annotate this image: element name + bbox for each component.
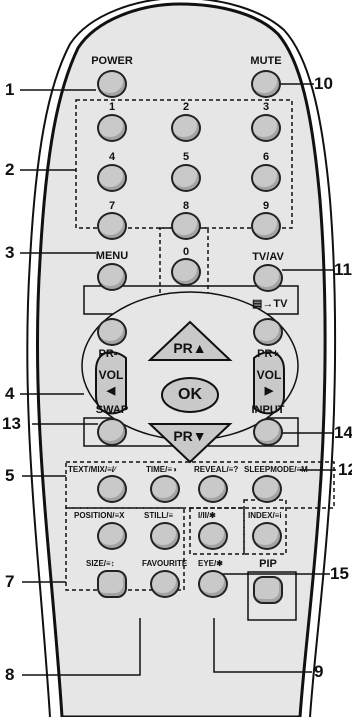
digit-8-button[interactable]	[171, 212, 201, 240]
digit-0-label: 0	[182, 246, 190, 258]
favourite-label: FAVOURITE	[142, 559, 188, 568]
sleepmode-label: SLEEPMODE/≡M	[244, 465, 308, 474]
callout-15: 15	[330, 564, 349, 583]
callout-13: 13	[2, 414, 21, 433]
digit-0-button[interactable]	[171, 258, 201, 286]
digit-1-label: 1	[108, 101, 116, 113]
index-button[interactable]	[252, 522, 282, 550]
mute-button[interactable]	[251, 70, 281, 98]
size-label: SIZE/≡↕	[86, 559, 115, 568]
callout-7: 7	[5, 572, 15, 591]
digit-5-label: 5	[182, 151, 190, 163]
power-label: POWER	[91, 55, 133, 67]
power-button[interactable]	[97, 70, 127, 98]
callout-5: 5	[5, 466, 15, 485]
input-label: INPUT	[251, 404, 285, 416]
swap-label: SWAP	[95, 404, 129, 416]
vol-left-arrow-icon: ◀	[106, 385, 116, 397]
pr-minus-label: PR-	[98, 348, 118, 360]
ok-button[interactable]: OK	[178, 386, 202, 403]
tvav-label: TV/AV	[252, 251, 284, 263]
digit-7-button[interactable]	[97, 212, 127, 240]
digit-3-label: 3	[262, 101, 270, 113]
mute-label: MUTE	[250, 55, 282, 67]
digit-4-button[interactable]	[97, 164, 127, 192]
menu-label: MENU	[95, 250, 129, 262]
pr-down-button[interactable]: PR▼	[173, 428, 207, 444]
pr-plus-label: PR+	[257, 348, 279, 360]
digit-5-button[interactable]	[171, 164, 201, 192]
still-button[interactable]	[150, 522, 180, 550]
callout-9: 9	[314, 662, 324, 681]
textmix-label: TEXT/MIX/≡/∕	[68, 465, 116, 474]
pr-plus-button[interactable]	[253, 318, 283, 346]
position-button[interactable]	[97, 522, 127, 550]
digit-4-label: 4	[108, 151, 116, 163]
time-label: TIME/≡◑	[146, 465, 177, 474]
callout-14: 14	[334, 423, 352, 442]
digit-6-button[interactable]	[251, 164, 281, 192]
menu-button[interactable]	[97, 263, 127, 291]
sleepmode-button[interactable]	[252, 475, 282, 503]
pr-up-button[interactable]: PR▲	[173, 340, 207, 356]
reveal-label: REVEAL/≡?	[194, 465, 239, 474]
digit-3-button[interactable]	[251, 114, 281, 142]
tvav-button[interactable]	[253, 264, 283, 292]
digit-8-label: 8	[182, 200, 190, 212]
digit-9-label: 9	[262, 200, 270, 212]
size-button[interactable]	[97, 570, 127, 598]
eye-label: EYE/✱	[198, 559, 223, 568]
callout-4: 4	[5, 384, 15, 403]
vol-left-label[interactable]: VOL	[98, 368, 124, 382]
callout-11: 11	[334, 260, 352, 279]
callout-3: 3	[5, 243, 15, 262]
digit-7-label: 7	[108, 200, 116, 212]
callout-2: 2	[5, 160, 15, 179]
vol-right-arrow-icon: ▶	[264, 385, 274, 397]
digit-9-button[interactable]	[251, 212, 281, 240]
digit-2-label: 2	[182, 101, 190, 113]
digit-6-label: 6	[262, 151, 270, 163]
i-ii-button[interactable]	[198, 522, 228, 550]
position-label: POSITION/≡X	[74, 511, 125, 520]
digit-1-button[interactable]	[97, 114, 127, 142]
i-ii-label: I/II/✱	[198, 511, 216, 520]
pip-label: PIP	[259, 558, 277, 570]
callout-10: 10	[314, 74, 333, 93]
index-label: INDEX/≡i	[248, 511, 282, 520]
vol-right-label[interactable]: VOL	[256, 368, 282, 382]
textmix-button[interactable]	[97, 475, 127, 503]
time-button[interactable]	[150, 475, 180, 503]
swap-button[interactable]	[97, 418, 127, 446]
text-tv-label: ▤→TV	[252, 298, 288, 310]
input-button[interactable]	[253, 418, 283, 446]
callout-8: 8	[5, 665, 15, 684]
favourite-button[interactable]	[150, 570, 180, 598]
still-label: STILL/≡	[144, 511, 174, 520]
callout-1: 1	[5, 80, 15, 99]
eye-button[interactable]	[198, 570, 228, 598]
digit-2-button[interactable]	[171, 114, 201, 142]
pip-button[interactable]	[253, 576, 283, 604]
pr-minus-button[interactable]	[97, 318, 127, 346]
reveal-button[interactable]	[198, 475, 228, 503]
callout-12: 12	[338, 460, 352, 479]
